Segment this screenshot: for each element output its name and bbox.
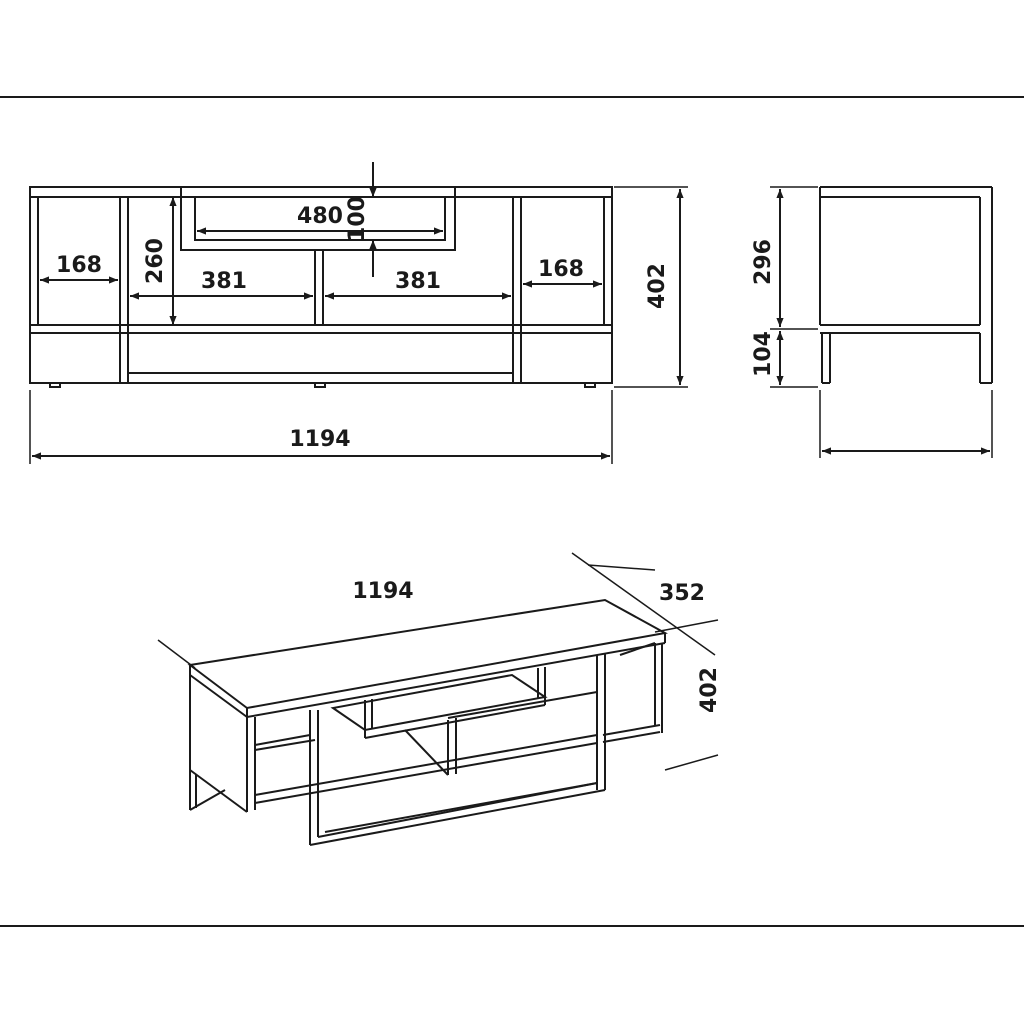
- front-center-top-box-inner: [194, 197, 446, 241]
- dim-label-100: 100: [345, 196, 370, 242]
- front-foot: [584, 382, 596, 388]
- iso-mid-shelf-right-c: [602, 731, 661, 743]
- dim-label-381-right: 381: [395, 269, 441, 294]
- iso-lower-shelf-front-bottom: [254, 742, 598, 804]
- dim-label-381-left: 381: [201, 269, 247, 294]
- side-view: 296 104: [751, 186, 993, 458]
- isometric-view: 1194 352 402: [157, 552, 722, 846]
- iso-mid-shelf-right-b: [602, 724, 661, 736]
- iso-mid-shelf-front: [254, 739, 316, 751]
- dim-label-402: 402: [645, 263, 670, 309]
- dim-label-1194: 1194: [289, 427, 350, 452]
- iso-dim-label-1194: 1194: [352, 579, 413, 604]
- dim-label-right-168: 168: [538, 257, 584, 282]
- iso-left-panel-bottom: [189, 769, 248, 813]
- iso-frame-bottom-c: [324, 782, 598, 833]
- dim-label-104: 104: [751, 331, 776, 377]
- front-view: 168 168 480 100 260 381 381 402 1194: [29, 162, 688, 464]
- iso-top-thickness-front-bottom: [246, 642, 666, 718]
- dim-label-296: 296: [751, 239, 776, 285]
- iso-frame-bottom-a: [309, 789, 606, 846]
- iso-top-thickness-left-bottom: [189, 674, 248, 718]
- iso-mid-shelf-right-a: [447, 691, 598, 719]
- dim-line: [587, 564, 656, 571]
- iso-center-divider-diag: [404, 729, 449, 776]
- dim-label-480: 480: [297, 204, 343, 229]
- dim-label-260: 260: [143, 238, 168, 284]
- dim-label-left-168: 168: [56, 253, 102, 278]
- iso-dim-label-402: 402: [697, 667, 722, 713]
- iso-mid-shelf-back: [254, 734, 311, 746]
- ext-line: [157, 639, 196, 669]
- iso-lower-shelf-front-top: [254, 734, 598, 796]
- front-foot: [314, 382, 326, 388]
- ext-line: [571, 552, 716, 656]
- iso-dim-label-352: 352: [659, 581, 705, 606]
- dim-line: [654, 619, 719, 633]
- ext-line: [664, 754, 719, 771]
- iso-right-panel-diag: [619, 642, 656, 656]
- front-foot: [49, 382, 61, 388]
- front-center-top-box: [180, 187, 456, 251]
- iso-left-leg-diag: [189, 789, 226, 811]
